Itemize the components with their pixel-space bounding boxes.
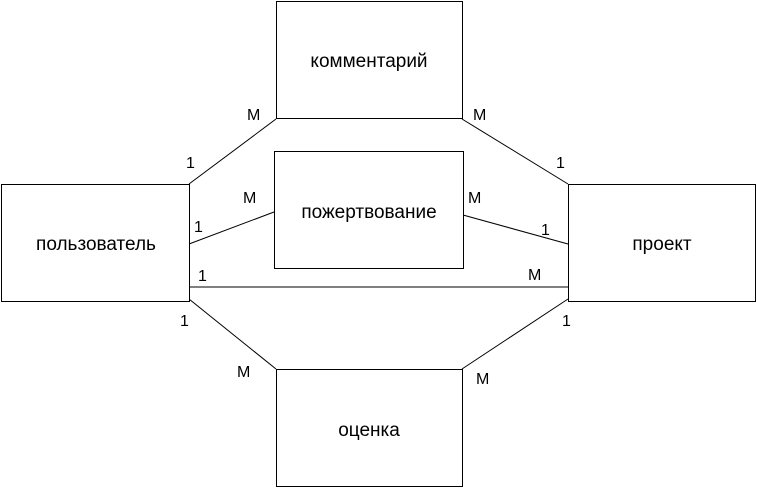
entity-rating: оценка (276, 369, 463, 487)
cardinality-comment-project-project: 1 (556, 155, 565, 172)
line-user-comment (188, 118, 277, 185)
cardinality-user-project-user: 1 (198, 268, 207, 285)
entity-rating-label: оценка (338, 420, 400, 441)
cardinality-user-comment-comment: M (247, 107, 260, 124)
line-comment-project (461, 118, 569, 185)
entity-donation: пожертвование (274, 151, 464, 269)
cardinality-user-rating-user: 1 (180, 313, 189, 330)
entity-user-box (1, 184, 190, 302)
cardinality-rating-project-rating: M (476, 371, 489, 388)
cardinality-donation-project-project: 1 (541, 222, 550, 239)
line-user-donation (188, 211, 275, 245)
entity-user: пользователь (1, 184, 190, 302)
entity-donation-box (274, 151, 464, 269)
cardinality-rating-project-project: 1 (562, 313, 571, 330)
entity-comment-box (276, 1, 463, 119)
cardinality-comment-project-comment: M (473, 107, 486, 124)
cardinality-user-donation-donation: M (243, 190, 256, 207)
entity-donation-label: пожертвование (301, 202, 436, 223)
entity-comment: комментарий (276, 1, 463, 119)
cardinality-user-rating-rating: M (237, 364, 250, 381)
line-rating-project (461, 298, 569, 370)
cardinality-user-donation-user: 1 (194, 219, 203, 236)
entity-project-label: проект (632, 234, 692, 255)
entity-comment-label: комментарий (310, 51, 427, 72)
entity-project-box (568, 184, 756, 302)
entity-rating-box (276, 369, 463, 487)
entity-user-label: пользователь (36, 234, 156, 255)
cardinality-donation-project-donation: M (468, 190, 481, 207)
line-user-rating (188, 298, 277, 370)
cardinality-user-comment-user: 1 (186, 155, 195, 172)
entity-project: проект (568, 184, 756, 302)
cardinality-user-project-project: M (528, 267, 541, 284)
line-donation-project (462, 214, 569, 245)
